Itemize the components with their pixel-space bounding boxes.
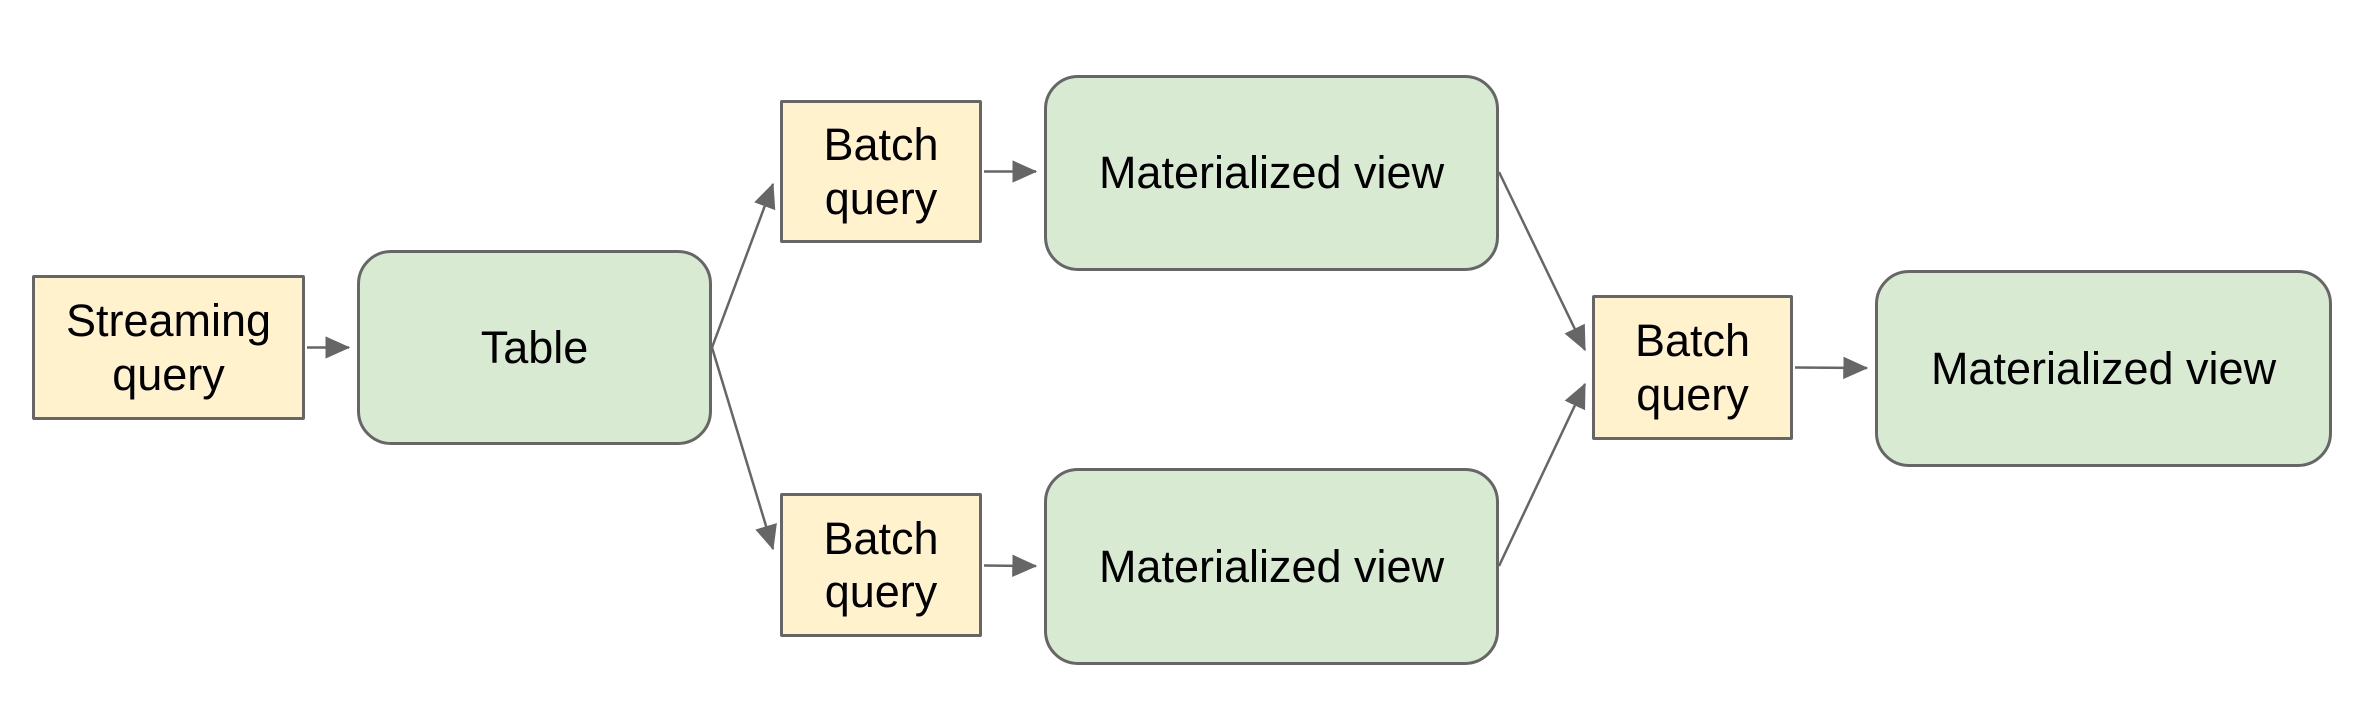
- node-materialized-view-top-label: Materialized view: [1098, 147, 1445, 199]
- node-batch-query-merge: Batch query: [1592, 295, 1793, 440]
- node-table-label: Table: [480, 321, 589, 373]
- edge-table-to-batch-query-bottom: [710, 347, 777, 551]
- node-materialized-view-final-label: Materialized view: [1930, 342, 2277, 394]
- node-materialized-view-bottom: Materialized view: [1044, 468, 1499, 665]
- node-batch-query-bottom: Batch query: [780, 493, 982, 637]
- node-streaming-query-label: Streaming query: [65, 295, 272, 400]
- node-streaming-query: Streaming query: [32, 275, 305, 420]
- node-materialized-view-bottom-label: Materialized view: [1098, 540, 1445, 592]
- node-batch-query-merge-label: Batch query: [1634, 315, 1751, 420]
- node-batch-query-bottom-label: Batch query: [823, 512, 939, 617]
- edge-materialized-view-bottom-to-batch-query-merge: [1497, 382, 1587, 567]
- node-materialized-view-top: Materialized view: [1044, 75, 1499, 271]
- node-materialized-view-final: Materialized view: [1875, 270, 2332, 467]
- edge-batch-query-bottom-to-materialized-view-bottom: [983, 554, 1038, 578]
- edge-table-to-batch-query-top: [710, 182, 776, 348]
- node-batch-query-top-label: Batch query: [823, 119, 939, 224]
- node-batch-query-top: Batch query: [780, 100, 982, 243]
- edge-materialized-view-top-to-batch-query-merge: [1497, 171, 1587, 352]
- node-table: Table: [357, 250, 712, 445]
- edge-batch-query-merge-to-materialized-view-final: [1794, 356, 1869, 380]
